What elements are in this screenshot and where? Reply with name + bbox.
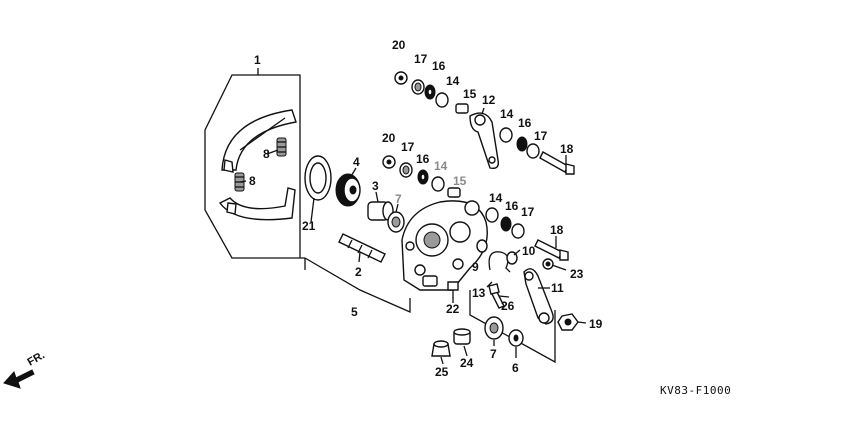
leader-lines — [239, 107, 587, 365]
brake-arm-upper — [469, 112, 500, 170]
callout-16-middle: 16 — [416, 152, 430, 166]
callout-2: 2 — [355, 265, 362, 279]
drive-shaft — [338, 233, 386, 263]
callout-8-lower: 8 — [249, 174, 256, 188]
middle-washer-stack — [382, 155, 461, 198]
callout-25: 25 — [435, 365, 449, 379]
callout-13: 13 — [472, 286, 486, 300]
callout-5: 5 — [351, 305, 358, 319]
callout-15-top: 15 — [463, 87, 477, 101]
shoe-spring-upper — [276, 137, 287, 157]
brake-shoe-lower — [218, 187, 296, 221]
front-direction-arrow: FR. — [3, 349, 47, 389]
callout-10: 10 — [522, 244, 536, 258]
callout-1: 1 — [254, 53, 261, 67]
callout-19: 19 — [589, 317, 603, 331]
callout-7-gray: 7 — [395, 192, 402, 206]
callout-9: 9 — [472, 260, 479, 274]
callout-14-upper-right: 14 — [500, 107, 514, 121]
shoe-spring-lower — [234, 172, 245, 192]
callouts: 1 2 3 4 5 6 7 7 8 8 9 10 11 12 13 14 14 … — [249, 38, 603, 379]
callout-14-gray: 14 — [434, 159, 448, 173]
bolt-22 — [447, 281, 459, 298]
brake-shoe-upper — [221, 109, 297, 173]
callout-17-middle: 17 — [401, 140, 415, 154]
callout-16-top: 16 — [432, 59, 446, 73]
callout-12: 12 — [482, 93, 496, 107]
callout-15-gray: 15 — [453, 174, 467, 188]
nut-19 — [557, 313, 579, 331]
bearing-7 — [484, 316, 504, 340]
callout-17-lower-right: 17 — [521, 205, 535, 219]
top-washer-stack — [394, 71, 469, 114]
callout-3: 3 — [372, 179, 379, 193]
callout-4: 4 — [353, 155, 360, 169]
direction-label: FR. — [26, 349, 47, 368]
callout-22: 22 — [446, 302, 460, 316]
callout-14-lower-right: 14 — [489, 191, 503, 205]
return-spring — [476, 239, 518, 273]
callout-17-top: 17 — [414, 52, 428, 66]
bolt-26 — [488, 283, 505, 309]
upper-right-washers — [499, 127, 575, 175]
callout-24: 24 — [460, 356, 474, 370]
nut-23 — [542, 258, 554, 270]
diagram-code: KV83-F1000 — [660, 384, 731, 397]
collar-24 — [453, 328, 471, 345]
callout-16-lower-right: 16 — [505, 199, 519, 213]
oil-seal — [304, 155, 332, 201]
callout-21: 21 — [302, 219, 316, 233]
callout-8-upper: 8 — [263, 147, 270, 161]
callout-26: 26 — [501, 299, 515, 313]
lower-bolt — [534, 239, 569, 261]
callout-23: 23 — [570, 267, 584, 281]
callout-7: 7 — [490, 347, 497, 361]
cap-nut-25 — [431, 340, 451, 357]
callout-18-upper: 18 — [560, 142, 574, 156]
washer-6 — [508, 329, 524, 347]
brake-panel — [401, 200, 488, 291]
brake-arm-lower — [523, 268, 554, 325]
callout-18-lower: 18 — [550, 223, 564, 237]
callout-20-top: 20 — [392, 38, 406, 52]
lower-right-washers — [485, 207, 525, 239]
callout-20-middle: 20 — [382, 131, 396, 145]
bearing-inner — [387, 211, 405, 233]
callout-17-upper-right: 17 — [534, 129, 548, 143]
callout-16-upper-right: 16 — [518, 116, 532, 130]
callout-6: 6 — [512, 361, 519, 375]
callout-11: 11 — [551, 281, 564, 295]
callout-14-top: 14 — [446, 74, 460, 88]
drive-gear — [335, 173, 361, 207]
